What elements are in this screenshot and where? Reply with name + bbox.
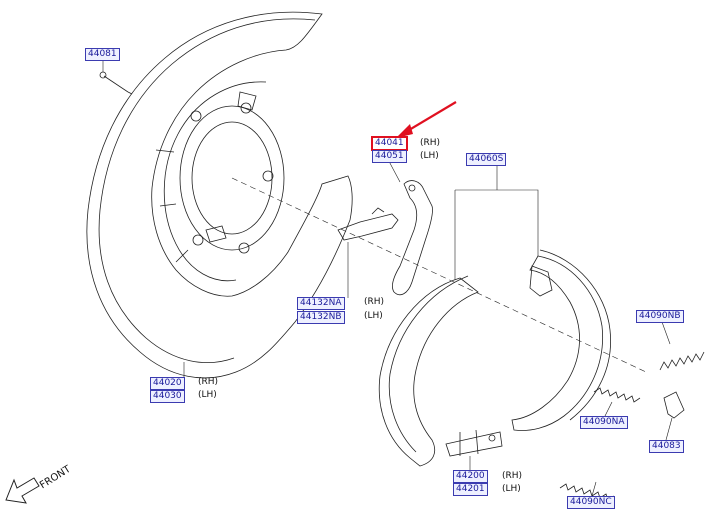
plate-tab (205, 225, 227, 243)
leader-line (661, 321, 671, 345)
clip-44083 (663, 391, 685, 419)
side-rh: (RH) (420, 138, 441, 148)
part-label-44090NC[interactable]: 44090NC (567, 496, 615, 509)
side-lh: (LH) (420, 151, 439, 161)
spring-44090NB (659, 351, 705, 371)
leader-line (455, 189, 539, 256)
backing-plate-rim (98, 18, 316, 364)
leader-line (591, 481, 597, 497)
hub-hole (191, 121, 273, 235)
part-label-44060S[interactable]: 44060S (466, 153, 507, 166)
bolt-hole (240, 102, 252, 114)
assembly-axis (231, 177, 647, 373)
front-arrow (5, 477, 40, 504)
adjuster-44200 (445, 431, 503, 457)
bolt-44081 (103, 75, 129, 93)
spring-44090NC (559, 483, 615, 501)
side-lh: (LH) (198, 390, 217, 400)
part-label-44081[interactable]: 44081 (85, 48, 120, 61)
side-lh: (LH) (502, 484, 521, 494)
lever-44041 (392, 180, 433, 296)
brake-shoe-rear (511, 255, 604, 431)
part-label-44083[interactable]: 44083 (649, 440, 684, 453)
side-lh: (LH) (364, 311, 383, 321)
backing-plate-outline (86, 11, 353, 379)
highlight-arrow (396, 101, 457, 138)
bolt-hole (238, 242, 250, 254)
part-label-44200[interactable]: 44200 (453, 470, 488, 483)
part-label-44132NB[interactable]: 44132NB (297, 311, 345, 324)
part-label-44041[interactable]: 44041 (371, 136, 408, 151)
bolt-hole (262, 170, 274, 182)
part-label-44090NA[interactable]: 44090NA (580, 416, 628, 429)
part-label-44020[interactable]: 44020 (150, 377, 185, 390)
leader-line (603, 401, 613, 419)
leader-line (665, 417, 673, 441)
side-rh: (RH) (502, 471, 523, 481)
part-label-44201[interactable]: 44201 (453, 483, 488, 496)
plate-rib (159, 203, 177, 207)
side-rh: (RH) (364, 297, 385, 307)
part-label-44051[interactable]: 44051 (372, 150, 407, 163)
bolt-hole (190, 110, 202, 122)
side-rh: (RH) (198, 377, 219, 387)
strut-44132 (337, 213, 399, 241)
brake-shoe-front (378, 277, 479, 467)
part-label-44030[interactable]: 44030 (150, 390, 185, 403)
part-label-44132NA[interactable]: 44132NA (297, 297, 345, 310)
bolt-hole (192, 234, 204, 246)
part-label-44090NB[interactable]: 44090NB (636, 310, 684, 323)
plate-rib (155, 149, 175, 153)
plate-rib (175, 249, 189, 263)
backing-plate-flange (163, 81, 267, 282)
hub-ring (179, 105, 285, 251)
spring-44090NA (593, 387, 641, 403)
plate-tab (237, 91, 257, 111)
